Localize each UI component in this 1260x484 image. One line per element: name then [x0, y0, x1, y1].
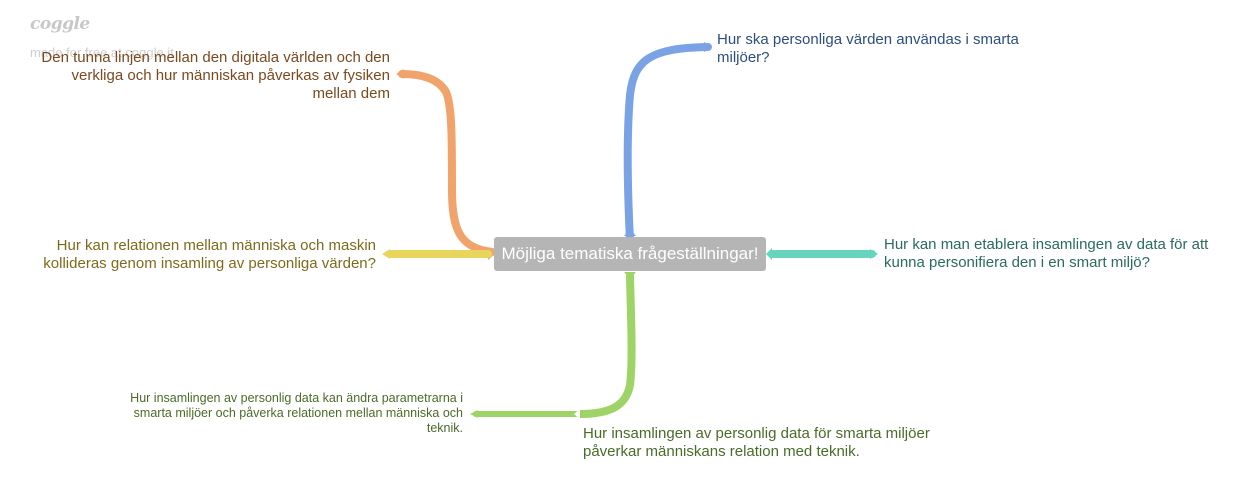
node-blue[interactable]: Hur ska personliga värden användas i sma…: [717, 31, 1019, 66]
coggle-logo: coggle: [30, 14, 90, 34]
node-green-child[interactable]: Hur insamlingen av personlig data kan än…: [130, 391, 463, 435]
node-teal[interactable]: Hur kan man etablera insamlingen av data…: [884, 236, 1209, 271]
branch-tip-orange: [396, 69, 404, 79]
node-yellow[interactable]: Hur kan relationen mellan människa och m…: [43, 237, 376, 272]
branch-tip-green-child: [470, 410, 478, 418]
central-topic-node[interactable]: Möjliga tematiska frågeställningar!: [494, 237, 766, 271]
branch-line-orange: [398, 70, 496, 256]
branch-tip-yellow: [382, 249, 390, 259]
branch-node-green-child: [574, 409, 580, 419]
branch-base-green: [624, 272, 636, 279]
branch-tip-blue: [704, 42, 712, 52]
branch-line-blue: [623, 43, 712, 244]
node-orange[interactable]: Den tunna linjen mellan den digitala vär…: [41, 49, 390, 102]
branch-line-green: [576, 272, 636, 418]
branch-base-teal: [766, 248, 772, 260]
coggle-watermark-text: made for free at coggle.it: [30, 45, 174, 60]
branch-base-blue: [624, 229, 636, 236]
node-green[interactable]: Hur insamlingen av personlig data för sm…: [583, 425, 930, 460]
branch-tip-teal: [870, 249, 878, 259]
